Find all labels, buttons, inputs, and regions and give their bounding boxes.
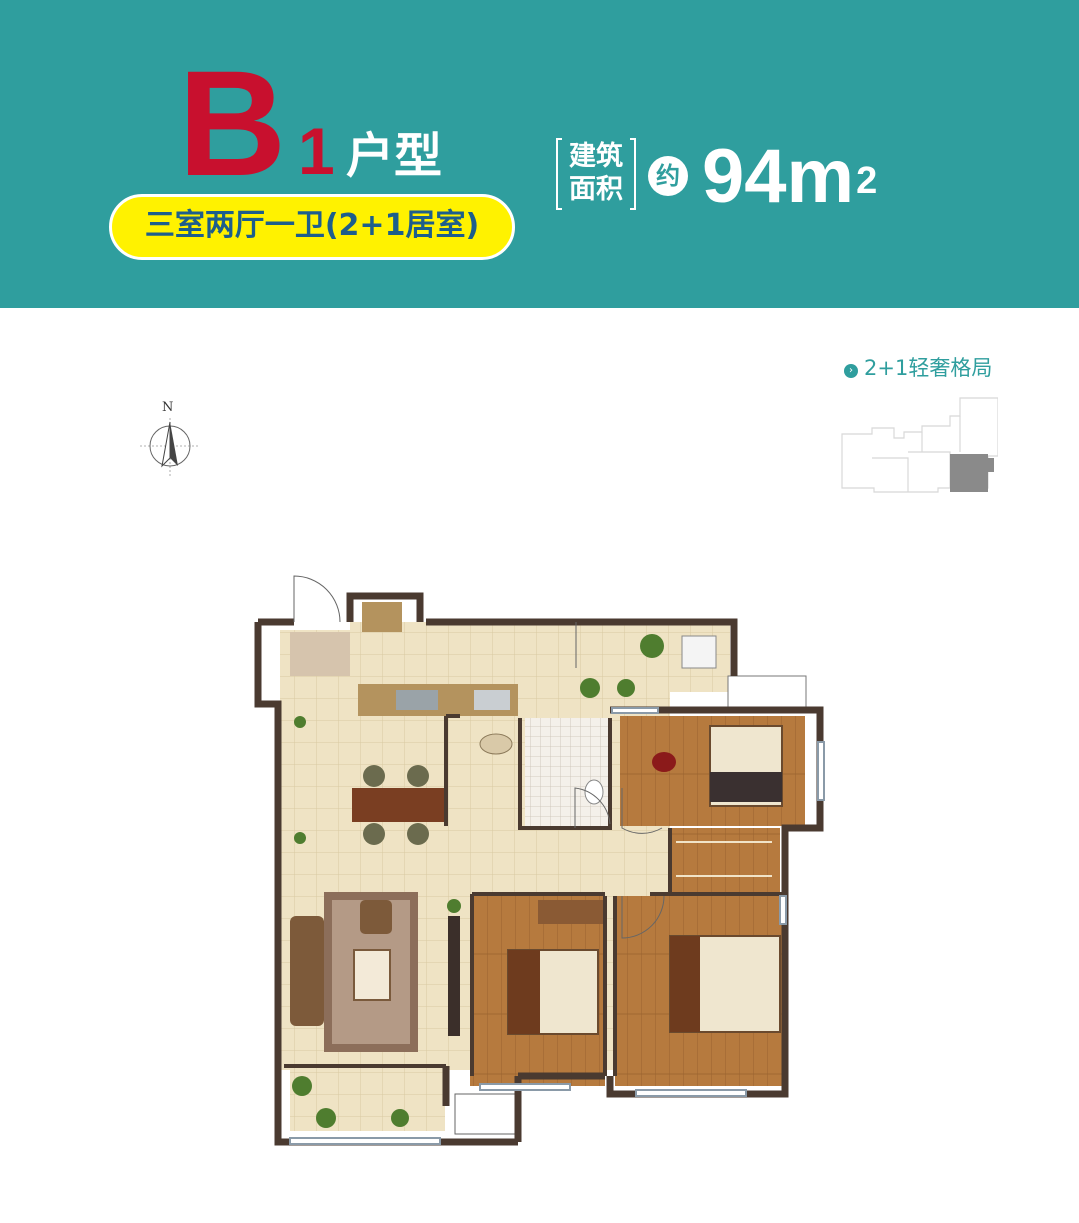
unit-type-number: 1 xyxy=(298,114,335,188)
north-label: N xyxy=(162,400,174,415)
key-plan-map xyxy=(841,397,998,493)
bathroom-floor xyxy=(525,718,610,828)
kitchen-floor xyxy=(350,622,730,692)
floor-plan xyxy=(254,575,825,1146)
area-unit-superscript: 2 xyxy=(856,160,878,202)
approx-badge: 约 xyxy=(648,156,688,196)
dining-table xyxy=(352,788,448,822)
area-value: 94m2 xyxy=(702,134,877,220)
balcony-floor xyxy=(290,1066,445,1131)
wash-basin xyxy=(479,733,513,755)
tagline: › 2+1轻奢格局 xyxy=(844,354,992,382)
toilet xyxy=(584,779,604,805)
stove-cabinet xyxy=(362,602,402,632)
coffee-table xyxy=(353,949,391,1001)
tv-cabinet xyxy=(448,916,460,1036)
wardrobe-bedroom-2 xyxy=(538,900,604,924)
bracket-left xyxy=(556,138,562,210)
area-label-line1: 建筑 xyxy=(569,141,623,172)
armchair xyxy=(360,900,392,934)
area-label-line2: 面积 xyxy=(569,174,623,205)
sofa xyxy=(290,916,324,1026)
unit-type-letter: B xyxy=(178,39,286,207)
area-number: 94m xyxy=(702,134,855,219)
bracket-right xyxy=(630,138,636,210)
washing-machine xyxy=(681,635,717,669)
header-banner: B 1 户型 三室两厅一卫(2+1居室) 建筑 面积 约 94m2 xyxy=(0,0,1079,308)
ac-platform xyxy=(454,1093,516,1135)
key-plan-highlight xyxy=(950,454,988,492)
closet-floor xyxy=(670,828,780,896)
entry-rug xyxy=(290,632,350,676)
tagline-text: 2+1轻奢格局 xyxy=(864,356,993,380)
layout-description-badge: 三室两厅一卫(2+1居室) xyxy=(109,194,515,260)
area-label-box: 建筑 面积 xyxy=(556,138,636,210)
compass-icon xyxy=(140,418,200,476)
area-label: 建筑 面积 xyxy=(564,140,628,206)
chevron-right-icon: › xyxy=(844,364,858,378)
unit-type-label: 户型 xyxy=(346,128,443,184)
side-platform xyxy=(727,675,807,711)
